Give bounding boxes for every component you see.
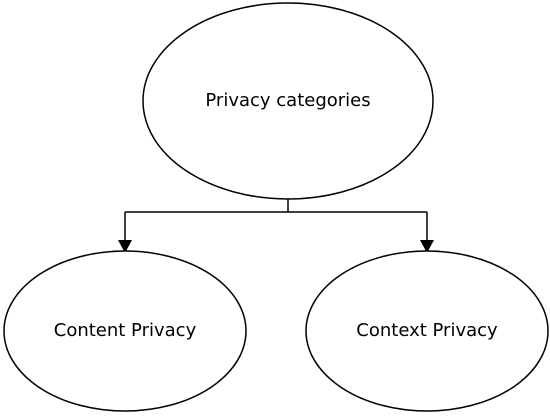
root-node-label: Privacy categories — [205, 90, 370, 111]
right-node: Context Privacy — [305, 250, 549, 412]
root-node: Privacy categories — [142, 2, 434, 200]
left-node-ellipse — [3, 250, 247, 412]
tree-connector — [118, 199, 434, 253]
left-node-label: Content Privacy — [54, 320, 197, 341]
right-node-ellipse — [305, 250, 549, 412]
arrowhead-left — [118, 240, 132, 253]
right-node-label: Context Privacy — [356, 320, 498, 341]
arrowhead-right — [420, 240, 434, 253]
left-node: Content Privacy — [3, 250, 247, 412]
